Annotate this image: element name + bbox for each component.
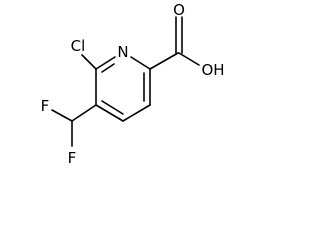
atom-n: N [117, 43, 128, 61]
bond-n-c2 [130, 56, 151, 70]
bond-c4-c5-inner [101, 100, 124, 115]
bond-chf2-f-top [51, 109, 73, 122]
bond-c6-cl [81, 54, 97, 70]
bond-n-c6-inner [101, 63, 115, 73]
atom-oh: OH [201, 61, 224, 79]
bond-c-oh [178, 52, 200, 66]
bond-n-c6 [95, 56, 116, 70]
atom-f-bottom: F [68, 149, 77, 167]
structure-diagram: N Cl O OH F F [41, 1, 225, 167]
atom-cl: Cl [71, 37, 86, 55]
bond-c3-c4 [122, 104, 151, 122]
bond-c5-chf2 [71, 104, 97, 122]
atom-f-top: F [41, 97, 50, 115]
bond-c4-c5 [95, 104, 124, 122]
bond-c2-cooh [149, 52, 179, 70]
atom-o-carbonyl: O [173, 1, 185, 19]
